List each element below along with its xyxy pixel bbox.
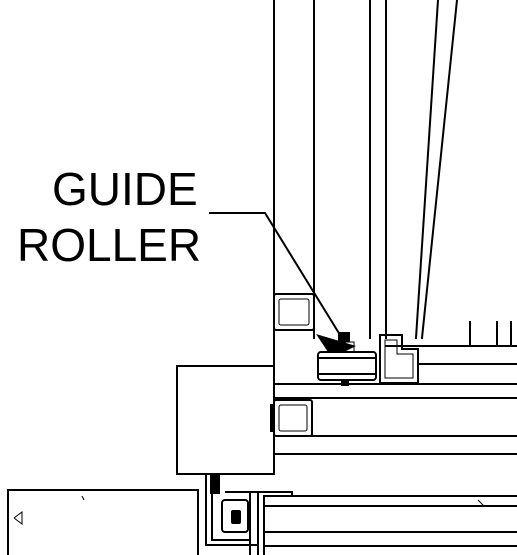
callout-leader — [209, 212, 356, 358]
base-plate — [7, 489, 199, 555]
guide-roller — [317, 332, 377, 386]
lower-frame — [225, 491, 517, 547]
vertical-column — [273, 0, 387, 471]
leader-arrowhead — [316, 334, 356, 358]
lower-bracket — [205, 473, 265, 555]
callout-label-line1: GUIDE — [52, 163, 198, 215]
lower-tube-profile — [270, 399, 313, 437]
channel-profile — [379, 334, 419, 384]
diagonal-brace — [414, 0, 459, 340]
housing-block — [176, 365, 275, 475]
upper-tube-profile — [273, 293, 315, 331]
rail-pins — [466, 321, 512, 347]
horizontal-rail-lower — [273, 435, 517, 455]
horizontal-rail-upper — [273, 345, 517, 399]
callout-label-line2: ROLLER — [17, 219, 201, 271]
